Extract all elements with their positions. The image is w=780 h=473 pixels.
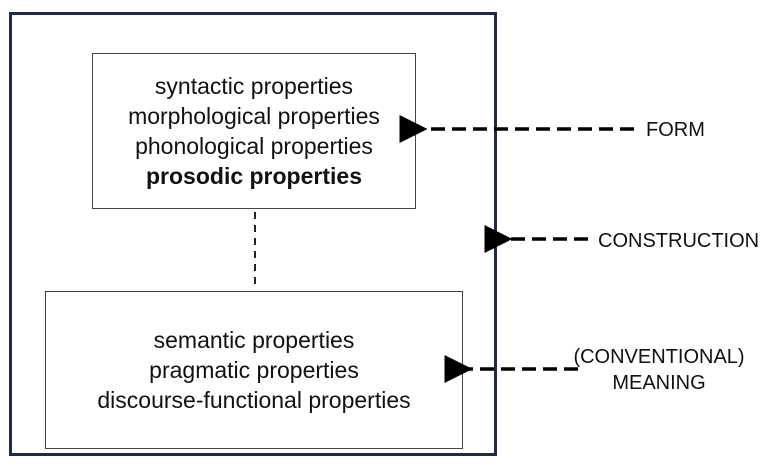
form-property-morphological: morphological properties bbox=[128, 103, 380, 129]
meaning-property-discourse-functional: discourse-functional properties bbox=[97, 387, 411, 413]
form-property-syntactic: syntactic properties bbox=[154, 73, 354, 99]
meaning-label: (CONVENTIONAL) MEANING bbox=[573, 344, 744, 396]
meaning-box: semantic properties pragmatic properties… bbox=[45, 291, 463, 449]
form-property-prosodic: prosodic properties bbox=[146, 163, 362, 189]
form-label: FORM bbox=[646, 119, 705, 141]
form-property-phonological: phonological properties bbox=[135, 133, 373, 159]
meaning-property-semantic: semantic properties bbox=[153, 327, 355, 353]
meaning-label-line1: (CONVENTIONAL) bbox=[573, 346, 745, 368]
construction-label: CONSTRUCTION bbox=[598, 230, 760, 252]
meaning-label-line2: MEANING bbox=[612, 372, 706, 394]
form-box: syntactic properties morphological prope… bbox=[92, 53, 416, 209]
meaning-property-pragmatic: pragmatic properties bbox=[149, 357, 359, 383]
